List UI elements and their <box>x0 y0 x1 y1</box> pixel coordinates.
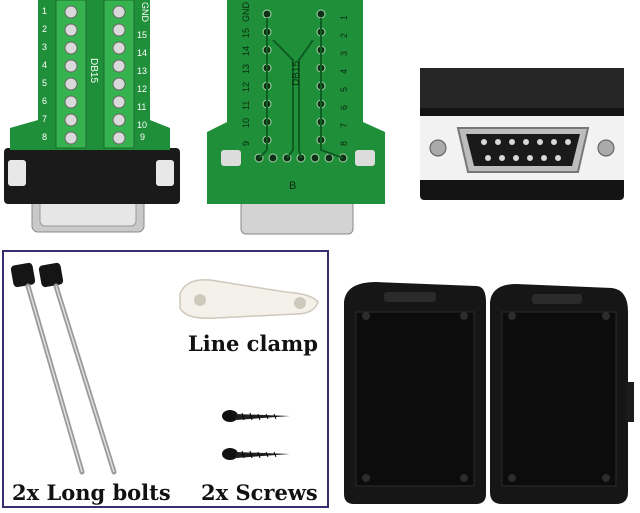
board-front-pin: 4 <box>42 60 48 70</box>
terminal-board-back: DB15 B GND 15 14 13 12 11 10 9 1 2 3 4 5… <box>203 0 393 240</box>
line-clamp <box>176 272 326 324</box>
board-front-pin: 11 <box>137 102 147 112</box>
board-back-pin: 12 <box>241 81 251 92</box>
board-front-model: DB15 <box>88 58 99 84</box>
terminal-board-front: DB15 1 2 3 4 5 6 7 8 GND 15 14 13 12 11 … <box>0 0 185 240</box>
db15-housing-image <box>420 68 624 200</box>
board-back-pin: 13 <box>241 63 251 74</box>
board-back-pin: 8 <box>339 140 349 146</box>
board-front-pin: 14 <box>137 48 148 58</box>
board-front-pin: 9 <box>140 132 146 142</box>
board-front-pin: 5 <box>42 78 48 88</box>
screws <box>218 402 298 474</box>
board-back-model: DB15 <box>291 60 302 86</box>
board-back-pin: 9 <box>241 140 251 146</box>
board-front-pin: 2 <box>42 24 48 34</box>
board-front-pin: 15 <box>137 30 148 40</box>
long-bolts-image <box>10 262 117 475</box>
board-back-pin: GND <box>241 2 251 22</box>
board-back-pin: 7 <box>339 122 349 128</box>
board-front-pin: 6 <box>42 96 48 106</box>
board-front-pin: 10 <box>137 120 148 130</box>
board-back-pin: 4 <box>339 68 349 74</box>
board-back-pin: 2 <box>339 32 349 38</box>
terminal-board-front-image <box>4 0 180 233</box>
board-back-pin: 3 <box>339 50 349 56</box>
board-back-pin: 5 <box>339 86 349 92</box>
board-back-pin: 10 <box>241 117 251 128</box>
accessories-frame <box>2 250 329 508</box>
housing-shell-halves-image <box>344 282 634 504</box>
screws-label: 2x Screws <box>201 480 318 505</box>
screws-image <box>222 410 290 460</box>
board-front-pin: 8 <box>42 132 48 142</box>
board-front-pin: GND <box>140 2 150 22</box>
board-front-pin: 3 <box>42 42 48 52</box>
board-back-side-mark: B <box>289 180 297 192</box>
board-back-pin: 6 <box>339 104 349 110</box>
board-front-pin: 7 <box>42 114 48 124</box>
terminal-board-back-image <box>207 0 385 235</box>
board-front-pin: 13 <box>137 66 148 76</box>
board-front-pin: 1 <box>42 6 48 16</box>
board-back-pin: 1 <box>339 14 349 20</box>
board-back-pin: 11 <box>241 100 251 110</box>
line-clamp-label: Line clamp <box>188 331 318 356</box>
board-front-pin: 12 <box>137 84 148 94</box>
long-bolts <box>10 260 130 480</box>
line-clamp-image <box>179 279 319 320</box>
housing-shell-halves <box>336 272 636 508</box>
long-bolts-label: 2x Long bolts <box>12 480 171 505</box>
board-back-pin: 15 <box>241 27 251 38</box>
db15-housing <box>412 62 632 208</box>
board-back-pin: 14 <box>241 45 251 56</box>
